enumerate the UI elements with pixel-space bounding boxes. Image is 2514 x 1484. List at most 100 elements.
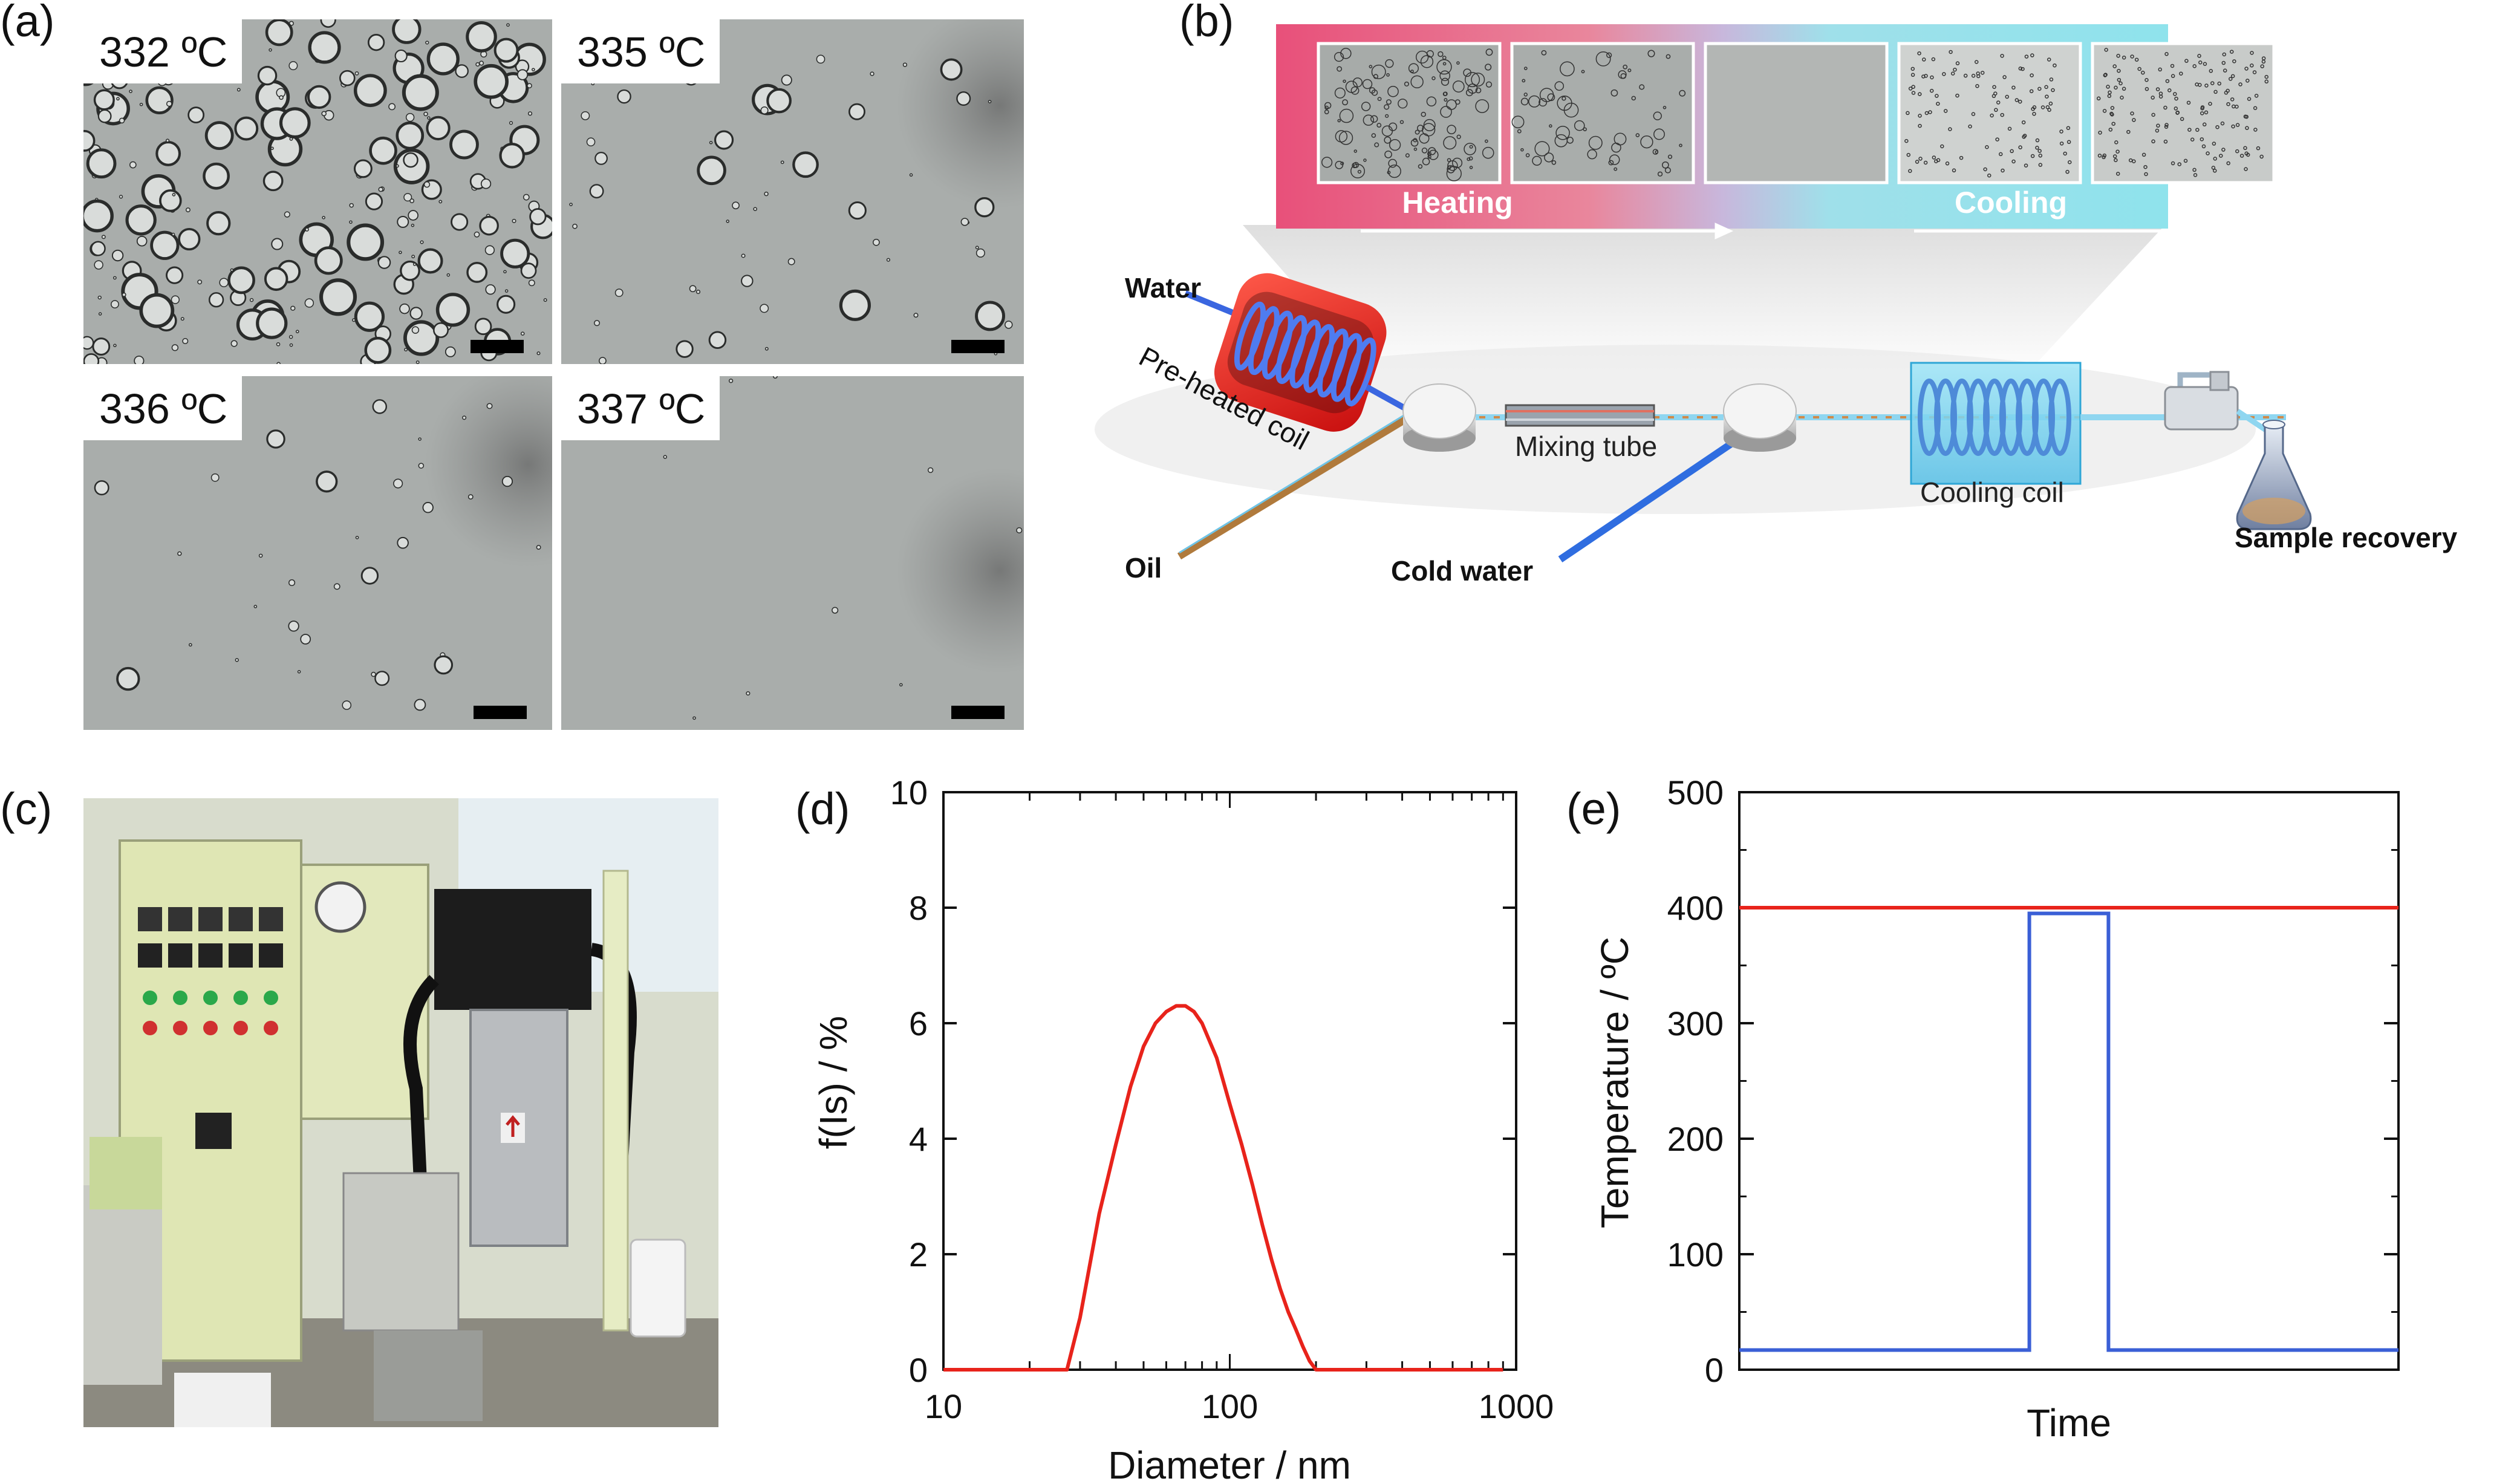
y-tick-label: 200: [1667, 1120, 1724, 1158]
thumb-droplet: [1426, 96, 1437, 106]
thumb-droplet: [1971, 112, 1976, 116]
droplet: [83, 199, 114, 233]
thumb-droplet: [1917, 51, 1921, 56]
thumb-droplet: [1990, 113, 1994, 118]
thumb-droplet: [2212, 142, 2216, 146]
thumb-droplet: [1469, 166, 1473, 169]
droplet: [956, 91, 971, 106]
thumb-droplet: [1929, 88, 1934, 93]
droplet: [586, 137, 596, 147]
thumb-droplet: [1343, 79, 1346, 83]
thumb-droplet: [1399, 120, 1404, 125]
thumb-droplet: [1376, 123, 1382, 128]
chart-d-ticks: [942, 791, 1516, 1371]
thumb-droplet: [1467, 157, 1471, 161]
thumb-droplet: [2112, 154, 2117, 158]
droplet: [171, 344, 179, 351]
thumb-droplet: [1547, 93, 1555, 102]
heating-label: Heating: [1402, 186, 1513, 220]
thumb-droplet: [1906, 111, 1910, 116]
panel-label-e: (e): [1566, 784, 1621, 834]
droplet: [393, 478, 403, 489]
thumb-droplet: [2103, 73, 2108, 77]
thumb-droplet: [1949, 50, 1953, 54]
droplet: [714, 130, 734, 150]
droplet: [497, 295, 516, 314]
thumb-droplet: [1908, 169, 1912, 174]
thumb-droplet: [1413, 147, 1418, 151]
droplet: [741, 253, 746, 258]
thumb-droplet: [2040, 105, 2045, 109]
thumb-droplet: [1666, 54, 1671, 59]
thumb-droplet: [2002, 75, 2007, 79]
droplet: [177, 551, 182, 556]
thumb-droplet: [1422, 157, 1430, 166]
droplet: [787, 258, 795, 265]
meter: [229, 943, 253, 968]
droplet: [396, 164, 399, 168]
droplet: [333, 583, 340, 590]
thumb-droplet: [2108, 128, 2113, 132]
droplet: [433, 322, 449, 338]
thumb-droplet: [1611, 142, 1621, 153]
thumb-droplet: [2261, 59, 2266, 64]
flow-diagram-svg: Heating Cooling: [1095, 24, 2458, 587]
plot-frame: [1738, 791, 2400, 1371]
droplet: [295, 330, 299, 334]
thumb-droplet: [1976, 71, 1980, 76]
thumb-droplet: [1447, 125, 1456, 134]
thumb-droplet: [2104, 48, 2108, 52]
oil-line-highlight: [1179, 412, 1407, 554]
thumb-droplet: [1931, 57, 1936, 62]
thumb-droplet: [1415, 50, 1429, 64]
droplet: [848, 103, 865, 120]
droplet: [418, 437, 422, 441]
droplet: [974, 197, 995, 218]
thumb-droplet: [1950, 71, 1955, 76]
thumb-droplet: [1985, 145, 1989, 149]
droplet: [266, 429, 285, 449]
plot-frame: [942, 791, 1517, 1371]
thumb-droplet: [2035, 138, 2040, 143]
thumb-droplet: [2213, 169, 2217, 173]
thumb-droplet: [1955, 61, 1960, 65]
droplet: [166, 100, 172, 107]
thumb-droplet: [2102, 109, 2107, 113]
droplet: [171, 295, 180, 304]
thumb-droplet: [1924, 111, 1929, 116]
indicator-light: [233, 1021, 248, 1035]
thumb-droplet: [1610, 89, 1618, 97]
reactor-arrow-icon: [506, 1115, 520, 1137]
droplet: [1016, 527, 1023, 534]
heating-arrow: [1361, 223, 1734, 239]
droplet: [354, 71, 359, 76]
thumb-droplet: [2118, 81, 2123, 86]
droplet: [726, 220, 729, 223]
thumb-droplet: [2024, 163, 2028, 168]
thumb-droplet: [1442, 62, 1447, 66]
thumb-droplet: [2044, 85, 2048, 89]
droplet: [145, 86, 174, 114]
thumb-droplet: [1377, 97, 1382, 102]
droplet: [182, 337, 189, 345]
thumb-droplet: [1340, 48, 1352, 59]
thumb-droplet: [2253, 128, 2258, 132]
distribution-line: [943, 1004, 1503, 1372]
thumb-droplet: [2018, 67, 2023, 71]
y-tick-label: 300: [1667, 1004, 1724, 1043]
thumb-droplet: [2164, 123, 2169, 127]
thumb-droplet: [2206, 151, 2210, 155]
droplet: [516, 69, 529, 80]
thumb-droplet: [1419, 133, 1430, 144]
droplet: [589, 184, 604, 199]
thumb-droplet: [2155, 128, 2160, 133]
droplet: [125, 204, 157, 236]
droplet: [159, 189, 182, 212]
thumb-droplet: [2037, 86, 2042, 91]
thumb-droplet: [2163, 139, 2168, 144]
thumb-droplet: [1918, 92, 1922, 96]
indicator-light: [203, 1021, 218, 1035]
y-tick-label: 400: [1667, 889, 1724, 927]
